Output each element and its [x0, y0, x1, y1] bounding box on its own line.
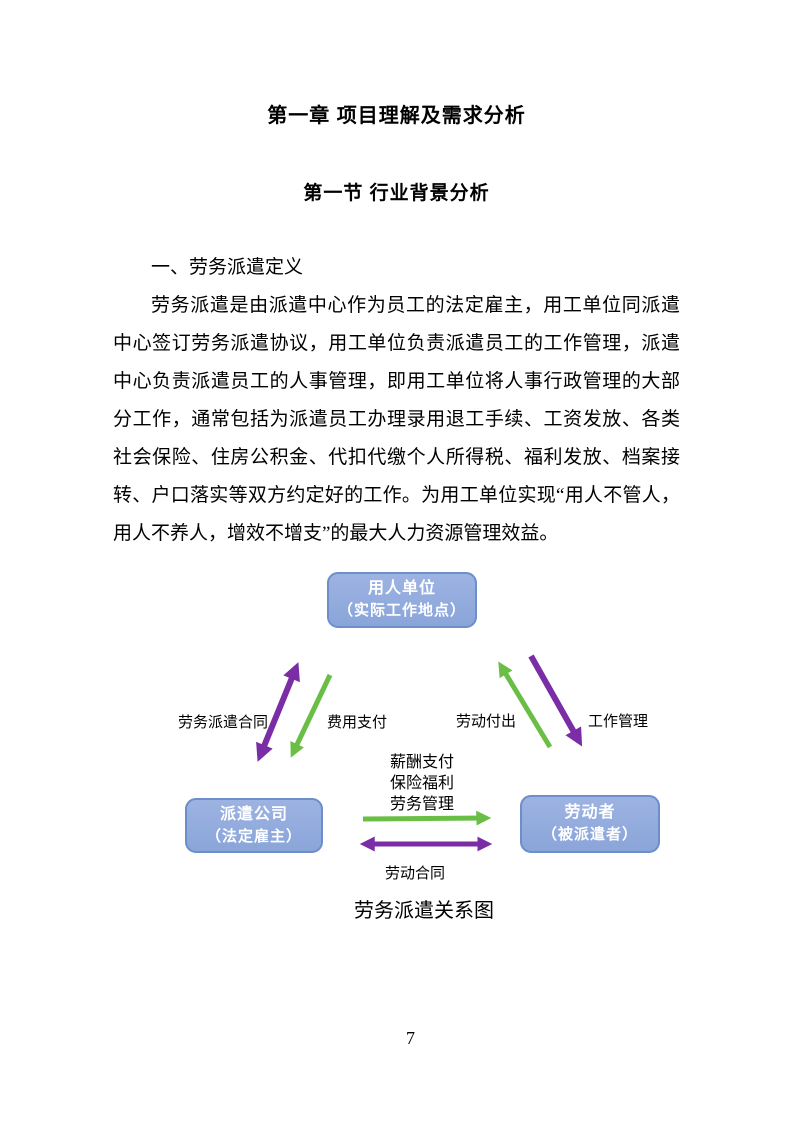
arrow-work-management	[528, 654, 583, 747]
node-dispatch-company-title: 派遣公司	[219, 805, 288, 823]
label-work-management: 工作管理	[588, 713, 649, 730]
arrow-dispatch-contract	[256, 662, 300, 762]
label-insurance-welfare: 保险福利	[389, 775, 454, 792]
label-services-stack: 薪酬支付 保险福利 劳务管理	[372, 752, 472, 815]
node-dispatch-company-subtitle: （法定雇主）	[205, 827, 302, 845]
node-worker-subtitle: （被派遣者）	[541, 826, 638, 843]
node-employer-subtitle: （实际工作地点）	[337, 602, 466, 619]
diagram-caption: 劳务派遣关系图	[354, 900, 494, 922]
arrow-fee-payment	[290, 673, 333, 758]
page-number: 7	[406, 1028, 415, 1048]
node-employer: 用人单位 （实际工作地点）	[327, 572, 477, 628]
node-worker-title: 劳动者	[564, 804, 616, 821]
label-fee-payment: 费用支付	[327, 714, 388, 731]
label-service-management: 劳务管理	[389, 796, 454, 813]
labor-dispatch-diagram: 用人单位 （实际工作地点） 派遣公司 （法定雇主） 劳动者 （被派遣者） 劳务派…	[150, 560, 690, 925]
diagram-arrows	[256, 654, 583, 852]
definition-heading: 一、劳务派遣定义	[151, 257, 304, 278]
arrow-services	[362, 810, 492, 826]
section-title: 第一节 行业背景分析	[303, 183, 490, 204]
label-labor-contract: 劳动合同	[385, 865, 446, 882]
definition-paragraph: 劳务派遣是由派遣中心作为员工的法定雇主，用工单位同派遣中心签订劳务派遣协议，用工…	[113, 295, 680, 544]
chapter-title: 第一章 项目理解及需求分析	[267, 105, 526, 127]
node-dispatch-company: 派遣公司 （法定雇主）	[185, 798, 323, 853]
label-salary-payment: 薪酬支付	[389, 754, 454, 771]
body-text: 一、劳务派遣定义 劳务派遣是由派遣中心作为员工的法定雇主，用工单位同派遣中心签订…	[113, 249, 680, 553]
label-labor-contribution: 劳动付出	[456, 713, 517, 730]
node-employer-title: 用人单位	[367, 580, 436, 597]
node-worker: 劳动者 （被派遣者）	[520, 795, 660, 853]
arrow-labor-contribution	[498, 661, 553, 749]
label-dispatch-contract: 劳务派遣合同	[178, 714, 269, 731]
